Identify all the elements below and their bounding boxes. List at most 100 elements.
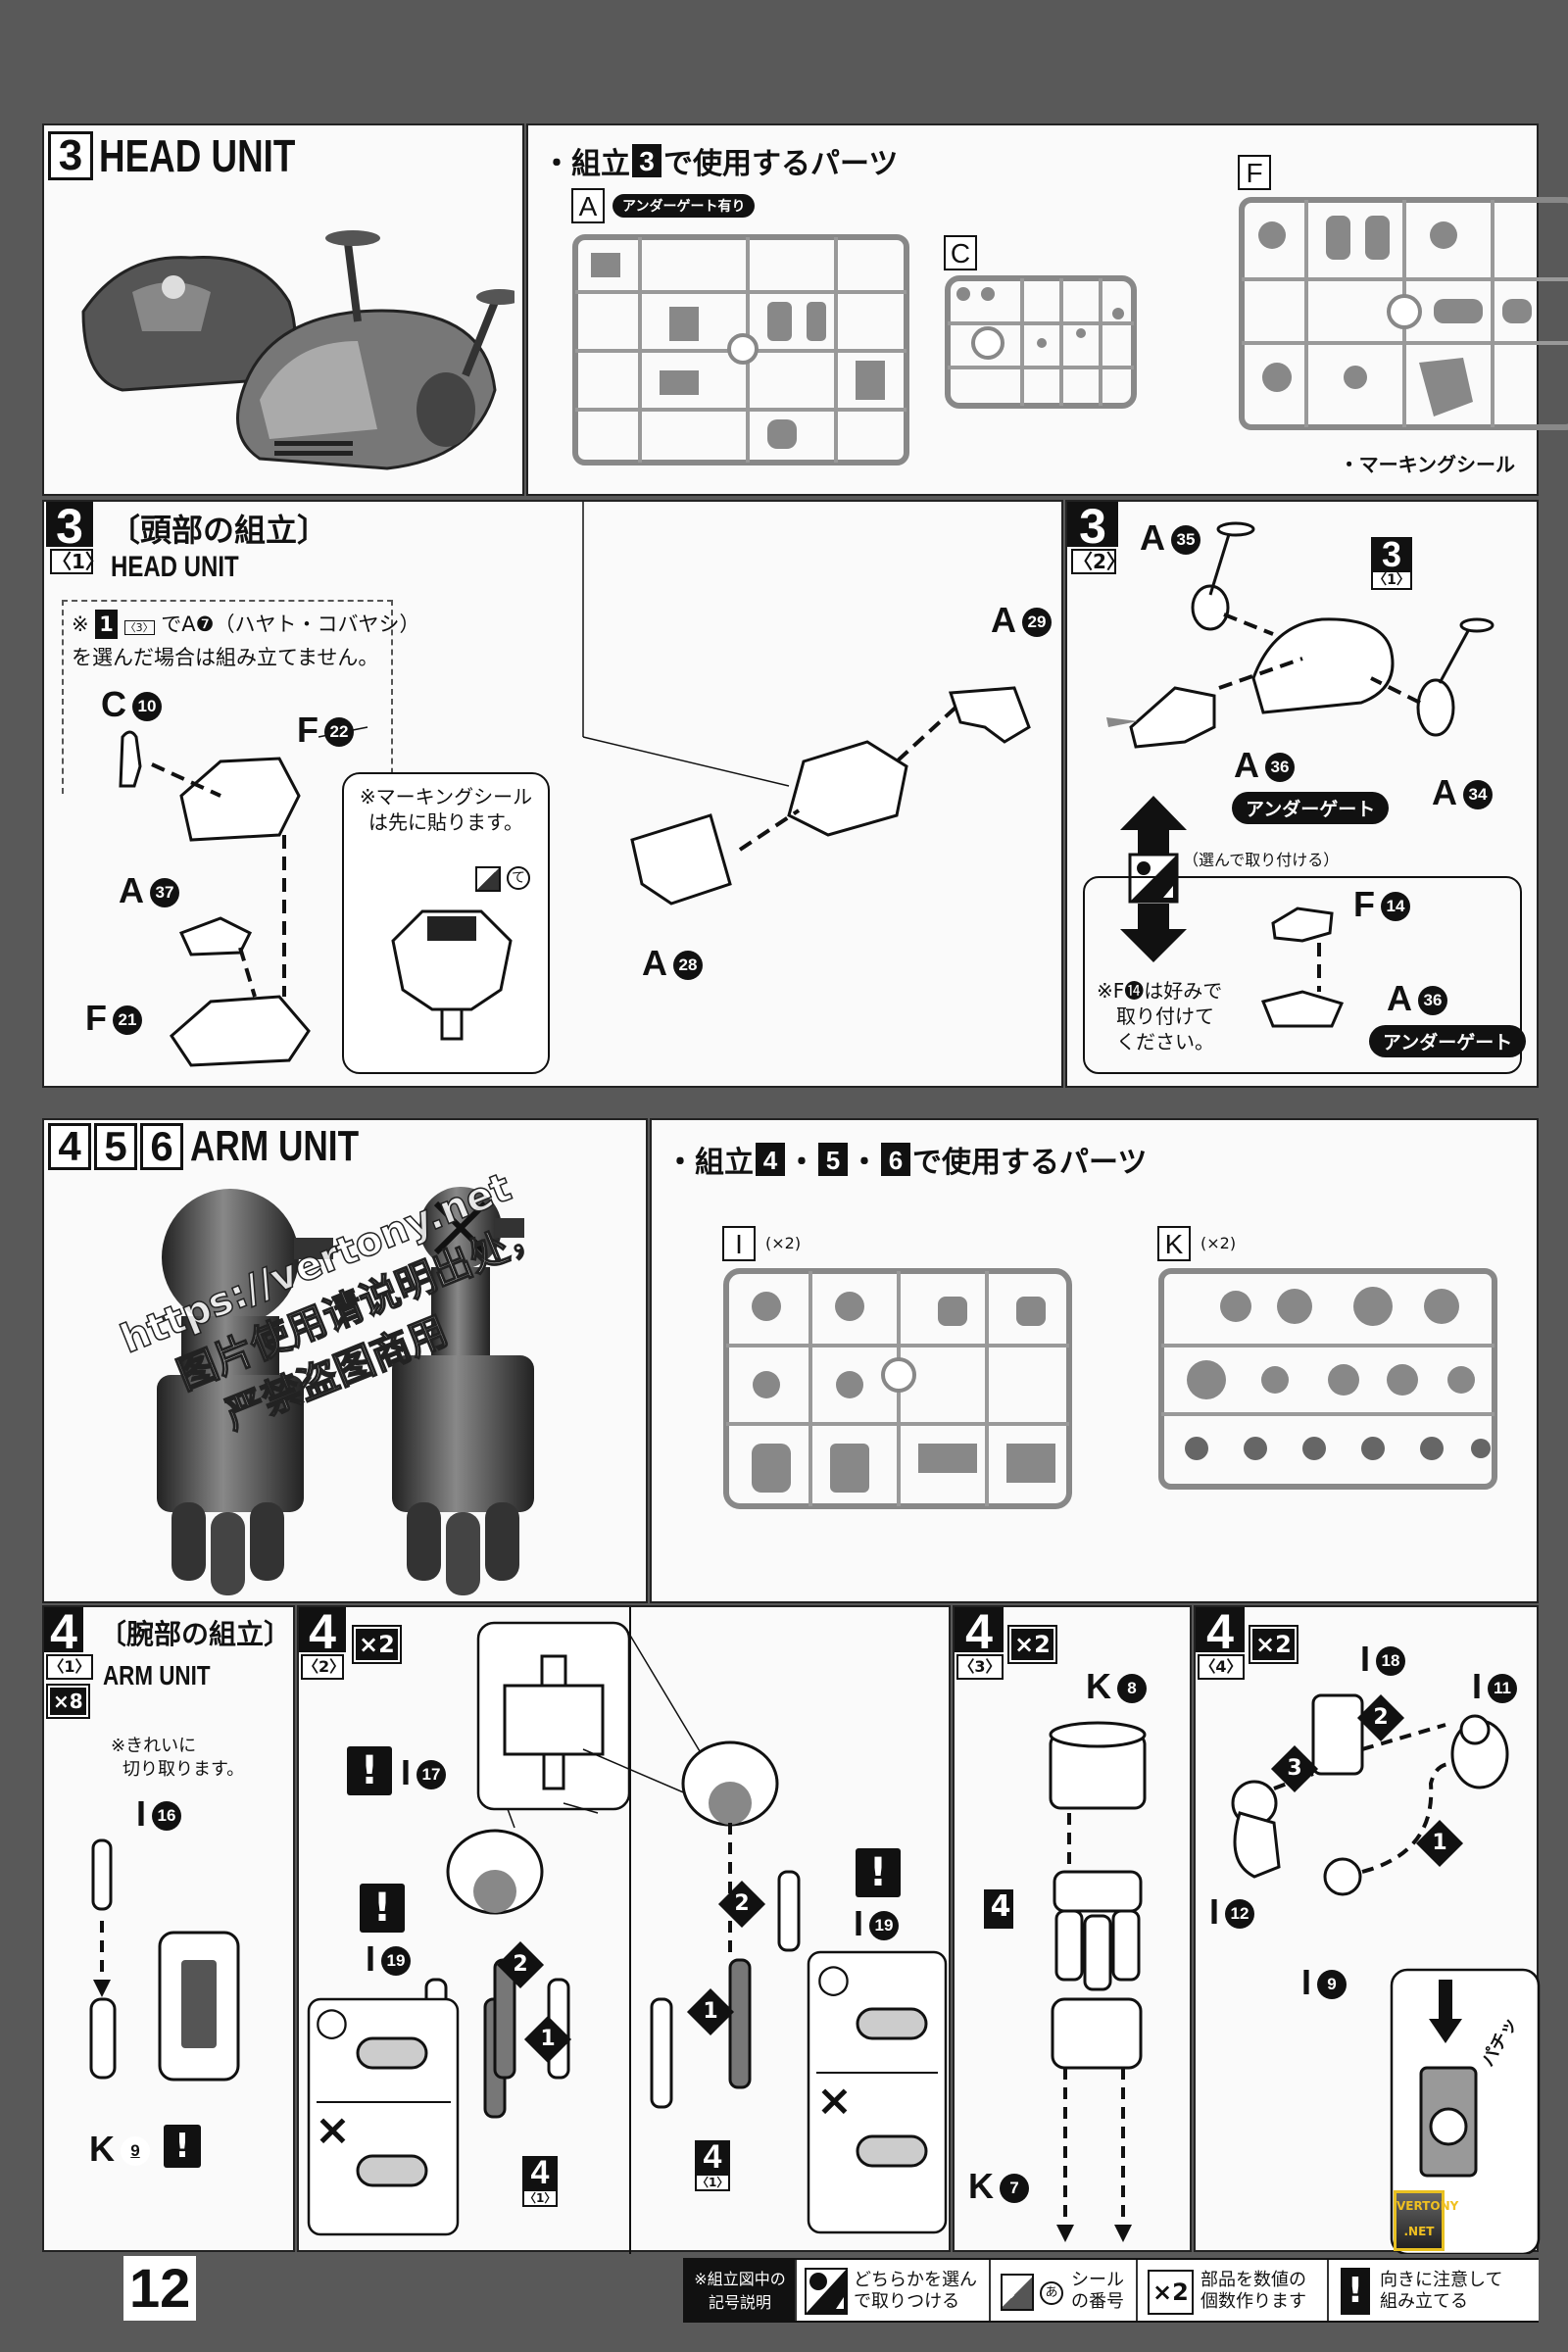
forearm-joint-diagram xyxy=(1231,1693,1541,2254)
ok-mark: ○ xyxy=(315,1999,349,2044)
step-number-6: 6 xyxy=(140,1123,183,1170)
note-line1: でA❼（ハヤト・コバヤシ） xyxy=(161,612,420,636)
parts-heading-suffix: で使用するパーツ xyxy=(663,147,899,181)
head-unit-preview-panel: 3 HEAD UNIT xyxy=(42,123,524,496)
legend-text: 向きに注意して xyxy=(1380,2270,1503,2290)
parts-heading-step: 3 xyxy=(632,144,662,177)
head-parts-panel: ・組立 3 で使用するパーツ A アンダーゲート有り C F ・マーキングシール xyxy=(526,123,1568,496)
head-assembly-diagram xyxy=(1106,521,1494,1028)
helmet-sticker-diagram xyxy=(391,909,513,1041)
parts-heading-prefix: ・組立 xyxy=(665,1146,754,1180)
vertony-logo: VERTONY.NET xyxy=(1394,2190,1458,2251)
step-number: 3 xyxy=(1067,502,1118,551)
optional-note-line1: ※F⓮は好みで xyxy=(1097,979,1223,1003)
step-number: 4 xyxy=(299,1607,346,1656)
ref-step-sub: 〈1〉 xyxy=(695,2174,730,2191)
step-sub-number: 〈4〉 xyxy=(1198,1654,1245,1680)
step-number-5: 5 xyxy=(94,1123,137,1170)
ok-mark: ○ xyxy=(816,1956,851,2001)
step-number: 3 xyxy=(46,502,93,551)
runner-k-qty: (×2) xyxy=(1200,1234,1237,1252)
legend-title-line1: ※組立図中の xyxy=(694,2270,786,2288)
legend-text: 組み立てる xyxy=(1380,2291,1468,2312)
qty-badge: ×2 xyxy=(1249,1625,1298,1664)
undergate-badge: アンダーゲート有り xyxy=(612,194,756,218)
parts-heading-suffix: で使用するパーツ xyxy=(912,1146,1148,1180)
step-number: 3 xyxy=(48,131,93,180)
callout-line1: ※マーキングシール xyxy=(359,785,533,808)
runner-i-qty: (×2) xyxy=(765,1234,802,1252)
section-title: ARM UNIT xyxy=(190,1122,360,1170)
legend-text: シール xyxy=(1071,2270,1124,2290)
seal-number: て xyxy=(507,866,530,890)
order-mark-2: 2 xyxy=(496,1940,545,1989)
step-sub-number: 〈1〉 xyxy=(46,1654,93,1680)
legend-title-line2: 記号説明 xyxy=(708,2293,771,2312)
qty-badge: ×2 xyxy=(1007,1625,1057,1664)
note-ref-step: 1 xyxy=(95,610,118,639)
choose-label: （選んで取り付ける） xyxy=(1183,851,1340,869)
runner-label-c: C xyxy=(944,235,977,270)
legend-caution: ! 向きに注意して組み立てる xyxy=(1327,2260,1539,2321)
alt-note-box xyxy=(62,600,393,794)
arm-parts-panel: ・組立 4・ 5・ 6 で使用するパーツ I (×2) K (×2) xyxy=(650,1118,1539,1603)
step-number: 4 xyxy=(955,1607,1004,1656)
undergate-badge: アンダーゲート xyxy=(1232,792,1390,824)
note-ref-sub: 〈3〉 xyxy=(123,620,155,635)
ref-step-sub: 〈1〉 xyxy=(1371,570,1412,590)
legend-text: で取りつける xyxy=(854,2291,960,2312)
legend-text: の番号 xyxy=(1071,2291,1124,2312)
step-sub-number: 〈2〉 xyxy=(1071,549,1126,574)
runner-k-sprue xyxy=(1158,1268,1497,1490)
callout-line2: は先に貼ります。 xyxy=(368,810,523,834)
runner-c-sprue xyxy=(945,275,1137,409)
runner-label-f: F xyxy=(1238,155,1271,190)
note-line2: を選んだ場合は組み立てません。 xyxy=(72,646,379,669)
arm-unit-render xyxy=(157,1187,534,1595)
ref-step-number: 4 xyxy=(990,1889,1011,1924)
optional-part-box xyxy=(1083,876,1522,1074)
optional-note-line2: 取り付けて xyxy=(1116,1004,1214,1028)
cut-note-line1: ※きれいに xyxy=(111,1736,197,1756)
step-number: 4 xyxy=(1196,1607,1245,1656)
runner-f-sprue xyxy=(1239,197,1568,430)
step-title-en: ARM UNIT xyxy=(103,1660,211,1690)
parts-heading-step-6: 6 xyxy=(881,1143,910,1176)
pin-assembly-diagram xyxy=(89,1838,240,2082)
optional-note-line3: ください。 xyxy=(1116,1030,1214,1054)
note-prefix: ※ xyxy=(72,612,89,636)
shoulder-assembly-diagram xyxy=(307,1607,948,2254)
page-number: 12 xyxy=(123,2256,197,2321)
runner-label-a: A xyxy=(571,188,605,223)
order-mark-2: 2 xyxy=(717,1880,766,1929)
cut-note-line2: 切り取ります。 xyxy=(122,1759,245,1780)
legend-text: どちらかを選ん xyxy=(854,2270,977,2290)
order-mark-1: 1 xyxy=(1415,1819,1464,1868)
step-title-en: HEAD UNIT xyxy=(111,551,239,583)
symbol-legend: ※組立図中の 記号説明 どちらかを選んで取りつける あ シールの番号 ×2 部品… xyxy=(683,2258,1539,2323)
caution-icon: ! xyxy=(1341,2268,1370,2315)
qty-badge: ×8 xyxy=(46,1684,90,1719)
section-title: HEAD UNIT xyxy=(99,130,296,181)
order-mark-2: 2 xyxy=(1356,1693,1405,1742)
qty-badge: ×2 xyxy=(352,1625,402,1664)
